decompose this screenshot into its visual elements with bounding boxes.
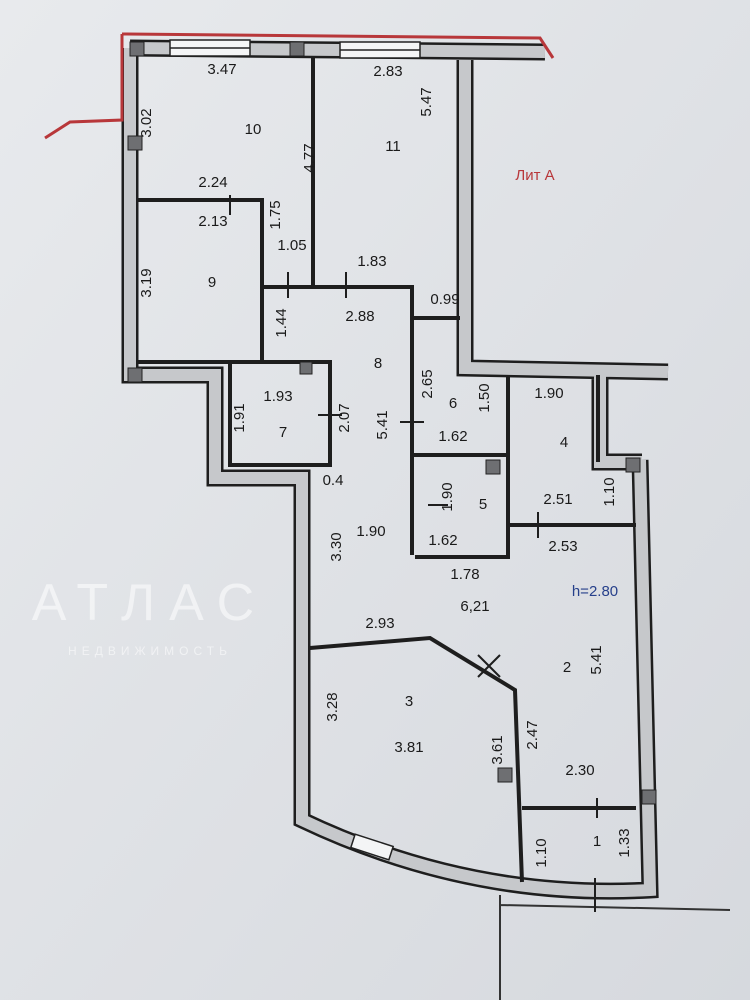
dimension: 2.47 bbox=[524, 720, 541, 749]
dimension: 1.90 bbox=[356, 523, 385, 540]
dimension: 1.50 bbox=[476, 383, 493, 412]
dimension: 2.30 bbox=[565, 762, 594, 779]
room-8: 8 bbox=[374, 355, 382, 372]
dimension: 1.10 bbox=[533, 838, 550, 867]
dimension-ticks bbox=[229, 195, 598, 912]
dimension: 2.93 bbox=[365, 615, 394, 632]
dimension: 1.90 bbox=[534, 385, 563, 402]
dimension: 2.65 bbox=[419, 369, 436, 398]
dimension: 5.41 bbox=[374, 410, 391, 439]
dimension: 2.83 bbox=[373, 63, 402, 80]
dimension: 1.62 bbox=[428, 532, 457, 549]
dimension: 3.30 bbox=[328, 532, 345, 561]
dimension: 1.90 bbox=[439, 482, 456, 511]
room-6: 6 bbox=[449, 395, 457, 412]
room-10: 10 bbox=[245, 121, 262, 138]
dimension: 1.93 bbox=[263, 388, 292, 405]
windows bbox=[169, 39, 421, 861]
dimension: 3.28 bbox=[324, 692, 341, 721]
room-4: 4 bbox=[560, 434, 568, 451]
dimension: 5.41 bbox=[588, 645, 605, 674]
dimension: 1.05 bbox=[277, 237, 306, 254]
room-numbers: 10 11 9 8 7 6 4 5 2 3 1 bbox=[208, 121, 601, 850]
dimension: 2.24 bbox=[198, 174, 227, 191]
building-label: Лит А bbox=[515, 167, 554, 184]
red-outline bbox=[44, 32, 555, 140]
dimension: 2.88 bbox=[345, 308, 374, 325]
room-1: 1 bbox=[593, 833, 601, 850]
watermark-tagline: НЕДВИЖИМОСТЬ bbox=[68, 644, 232, 658]
room-9: 9 bbox=[208, 274, 216, 291]
dimension: 6,21 bbox=[460, 598, 489, 615]
vertical-dimensions: 3.02 4.77 5.47 1.75 3.19 1.44 2.65 1.50 … bbox=[138, 87, 633, 867]
dimension: 3.81 bbox=[394, 739, 423, 756]
dimension: 0.4 bbox=[323, 472, 344, 489]
dimension: 0.99 bbox=[430, 291, 459, 308]
dimension: 1.44 bbox=[273, 308, 290, 337]
room-11: 11 bbox=[385, 138, 401, 155]
room-7: 7 bbox=[279, 424, 287, 441]
interior-walls bbox=[138, 56, 636, 883]
dimension: 3.61 bbox=[489, 735, 506, 764]
dimension: 1.91 bbox=[231, 403, 248, 432]
dimension: 4.77 bbox=[301, 143, 318, 172]
dimension: 3.02 bbox=[138, 108, 155, 137]
dimension: 5.47 bbox=[418, 87, 435, 116]
dimension: 1.10 bbox=[601, 477, 618, 506]
horizontal-dimensions: 3.47 2.83 2.24 2.13 1.05 1.83 2.88 0.99 … bbox=[198, 61, 594, 779]
watermark-brand: АТЛАС bbox=[32, 574, 268, 632]
ceiling-height: h=2.80 bbox=[572, 583, 618, 600]
dimension: 2.13 bbox=[198, 213, 227, 230]
dimension: 1.78 bbox=[450, 566, 479, 583]
dimension: 3.19 bbox=[138, 268, 155, 297]
room-3: 3 bbox=[405, 693, 413, 710]
dimension: 1.33 bbox=[616, 828, 633, 857]
dimension: 3.47 bbox=[207, 61, 236, 78]
room-2: 2 bbox=[563, 659, 571, 676]
dimension: 2.07 bbox=[336, 403, 353, 432]
dimension: 1.62 bbox=[438, 428, 467, 445]
dimension: 2.51 bbox=[543, 491, 572, 508]
dimension: 1.83 bbox=[357, 253, 386, 270]
outer-walls bbox=[44, 32, 731, 1000]
columns bbox=[127, 41, 657, 805]
room-5: 5 bbox=[479, 496, 487, 513]
dimension: 2.53 bbox=[548, 538, 577, 555]
dimension: 1.75 bbox=[267, 200, 284, 229]
